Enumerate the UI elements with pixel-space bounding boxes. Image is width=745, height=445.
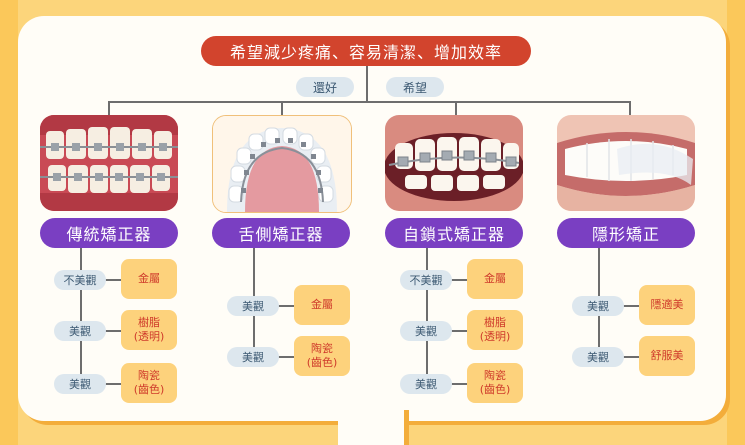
aesthetic-label: 美觀 bbox=[227, 296, 279, 316]
tree-3-stem bbox=[426, 248, 428, 384]
aesthetic-label: 美觀 bbox=[572, 347, 624, 367]
traditional-braces-illustration bbox=[40, 115, 178, 211]
lingual-braces-photo bbox=[212, 115, 352, 213]
aesthetic-label: 不美觀 bbox=[400, 270, 452, 290]
material-box: 陶瓷 (齒色) bbox=[121, 363, 177, 403]
material-box: 樹脂 (透明) bbox=[121, 310, 177, 350]
material-name: 陶瓷 bbox=[311, 342, 333, 355]
card-tab-shadow bbox=[404, 410, 409, 445]
material-note: (透明) bbox=[479, 330, 511, 343]
category-lingual: 舌側矯正器 bbox=[212, 218, 350, 248]
connector-title-stem bbox=[366, 66, 368, 102]
material-name: 隱適美 bbox=[650, 298, 684, 311]
material-note: (齒色) bbox=[306, 356, 338, 369]
invisible-aligner-photo bbox=[557, 115, 695, 211]
traditional-braces-photo bbox=[40, 115, 178, 211]
material-name: 金屬 bbox=[484, 272, 506, 285]
self-ligating-braces-photo bbox=[385, 115, 523, 211]
page-title: 希望減少疼痛、容易清潔、增加效率 bbox=[201, 36, 531, 66]
connector-drop-3 bbox=[455, 101, 457, 115]
aesthetic-label: 美觀 bbox=[400, 374, 452, 394]
category-self-ligating: 自鎖式矯正器 bbox=[385, 218, 523, 248]
connector-horizontal bbox=[108, 101, 631, 103]
material-box: 陶瓷 (齒色) bbox=[294, 336, 350, 376]
aesthetic-label: 美觀 bbox=[54, 374, 106, 394]
aesthetic-label: 不美觀 bbox=[54, 270, 106, 290]
aesthetic-label: 美觀 bbox=[227, 347, 279, 367]
category-invisible: 隱形矯正 bbox=[557, 218, 695, 248]
material-box: 樹脂 (透明) bbox=[467, 310, 523, 350]
material-name: 陶瓷 bbox=[138, 369, 160, 382]
card-tab bbox=[338, 405, 404, 445]
material-box: 舒服美 bbox=[639, 336, 695, 376]
connector-drop-1 bbox=[108, 101, 110, 115]
material-note: (透明) bbox=[133, 330, 165, 343]
connector-drop-2 bbox=[281, 101, 283, 115]
branch-ok-label: 還好 bbox=[296, 77, 354, 97]
connector-drop-4 bbox=[629, 101, 631, 115]
aesthetic-label: 美觀 bbox=[400, 321, 452, 341]
self-ligating-braces-illustration bbox=[385, 115, 523, 211]
material-box: 金屬 bbox=[467, 259, 523, 299]
material-name: 金屬 bbox=[311, 298, 333, 311]
material-name: 樹脂 bbox=[138, 316, 160, 329]
aesthetic-label: 美觀 bbox=[54, 321, 106, 341]
aesthetic-label: 美觀 bbox=[572, 296, 624, 316]
material-name: 舒服美 bbox=[650, 349, 684, 362]
material-name: 樹脂 bbox=[484, 316, 506, 329]
material-note: (齒色) bbox=[133, 383, 165, 396]
tree-1-stem bbox=[80, 248, 82, 384]
material-box: 陶瓷 (齒色) bbox=[467, 363, 523, 403]
material-name: 金屬 bbox=[138, 272, 160, 285]
material-box: 金屬 bbox=[121, 259, 177, 299]
branch-hope-label: 希望 bbox=[386, 77, 444, 97]
material-note: (齒色) bbox=[479, 383, 511, 396]
material-box: 隱適美 bbox=[639, 285, 695, 325]
material-name: 陶瓷 bbox=[484, 369, 506, 382]
material-box: 金屬 bbox=[294, 285, 350, 325]
category-traditional: 傳統矯正器 bbox=[40, 218, 178, 248]
lingual-braces-illustration bbox=[213, 116, 351, 212]
invisible-aligner-illustration bbox=[557, 115, 695, 211]
